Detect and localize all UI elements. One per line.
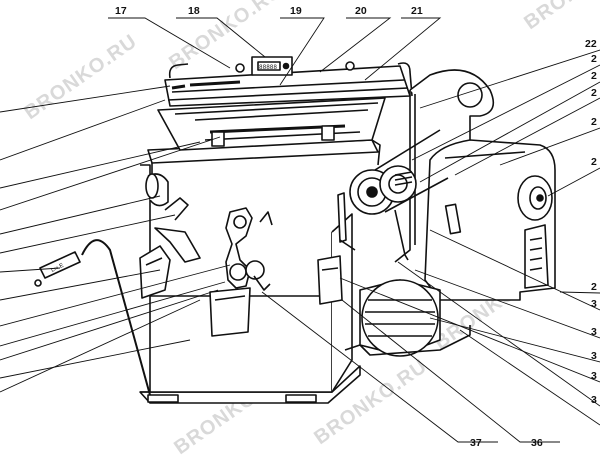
callout-right-2a: 2 [591,53,597,65]
callout-right-3d: 3 [591,370,597,382]
callout-right-3a: 3 [591,298,597,310]
callout-right-3e: 3 [591,394,597,406]
callout-20: 20 [355,5,367,17]
machine-drawing: L∞ E [34,56,556,404]
callout-labels: 17 18 19 20 21 22 2 2 2 2 2 2 3 3 3 3 3 … [115,5,597,449]
watermark-3: BRONKO.RU [520,0,600,34]
callout-21: 21 [411,5,423,17]
callout-22: 22 [585,38,597,50]
callout-37: 37 [470,437,482,449]
callout-right-2f: 2 [591,281,597,293]
callout-17: 17 [115,5,127,17]
callout-right-2d: 2 [591,116,597,128]
leader-lines [0,17,600,443]
callout-right-2b: 2 [591,70,597,82]
callout-right-3b: 3 [591,326,597,338]
callout-36: 36 [531,437,543,449]
watermark-2: BRONKO.RU [20,30,141,124]
callout-right-3c: 3 [591,350,597,362]
callout-right-2c: 2 [591,87,597,99]
control-panel-display: 88888 [259,64,277,71]
callout-right-2e: 2 [591,156,597,168]
callout-18: 18 [188,5,200,17]
callout-19: 19 [290,5,302,17]
